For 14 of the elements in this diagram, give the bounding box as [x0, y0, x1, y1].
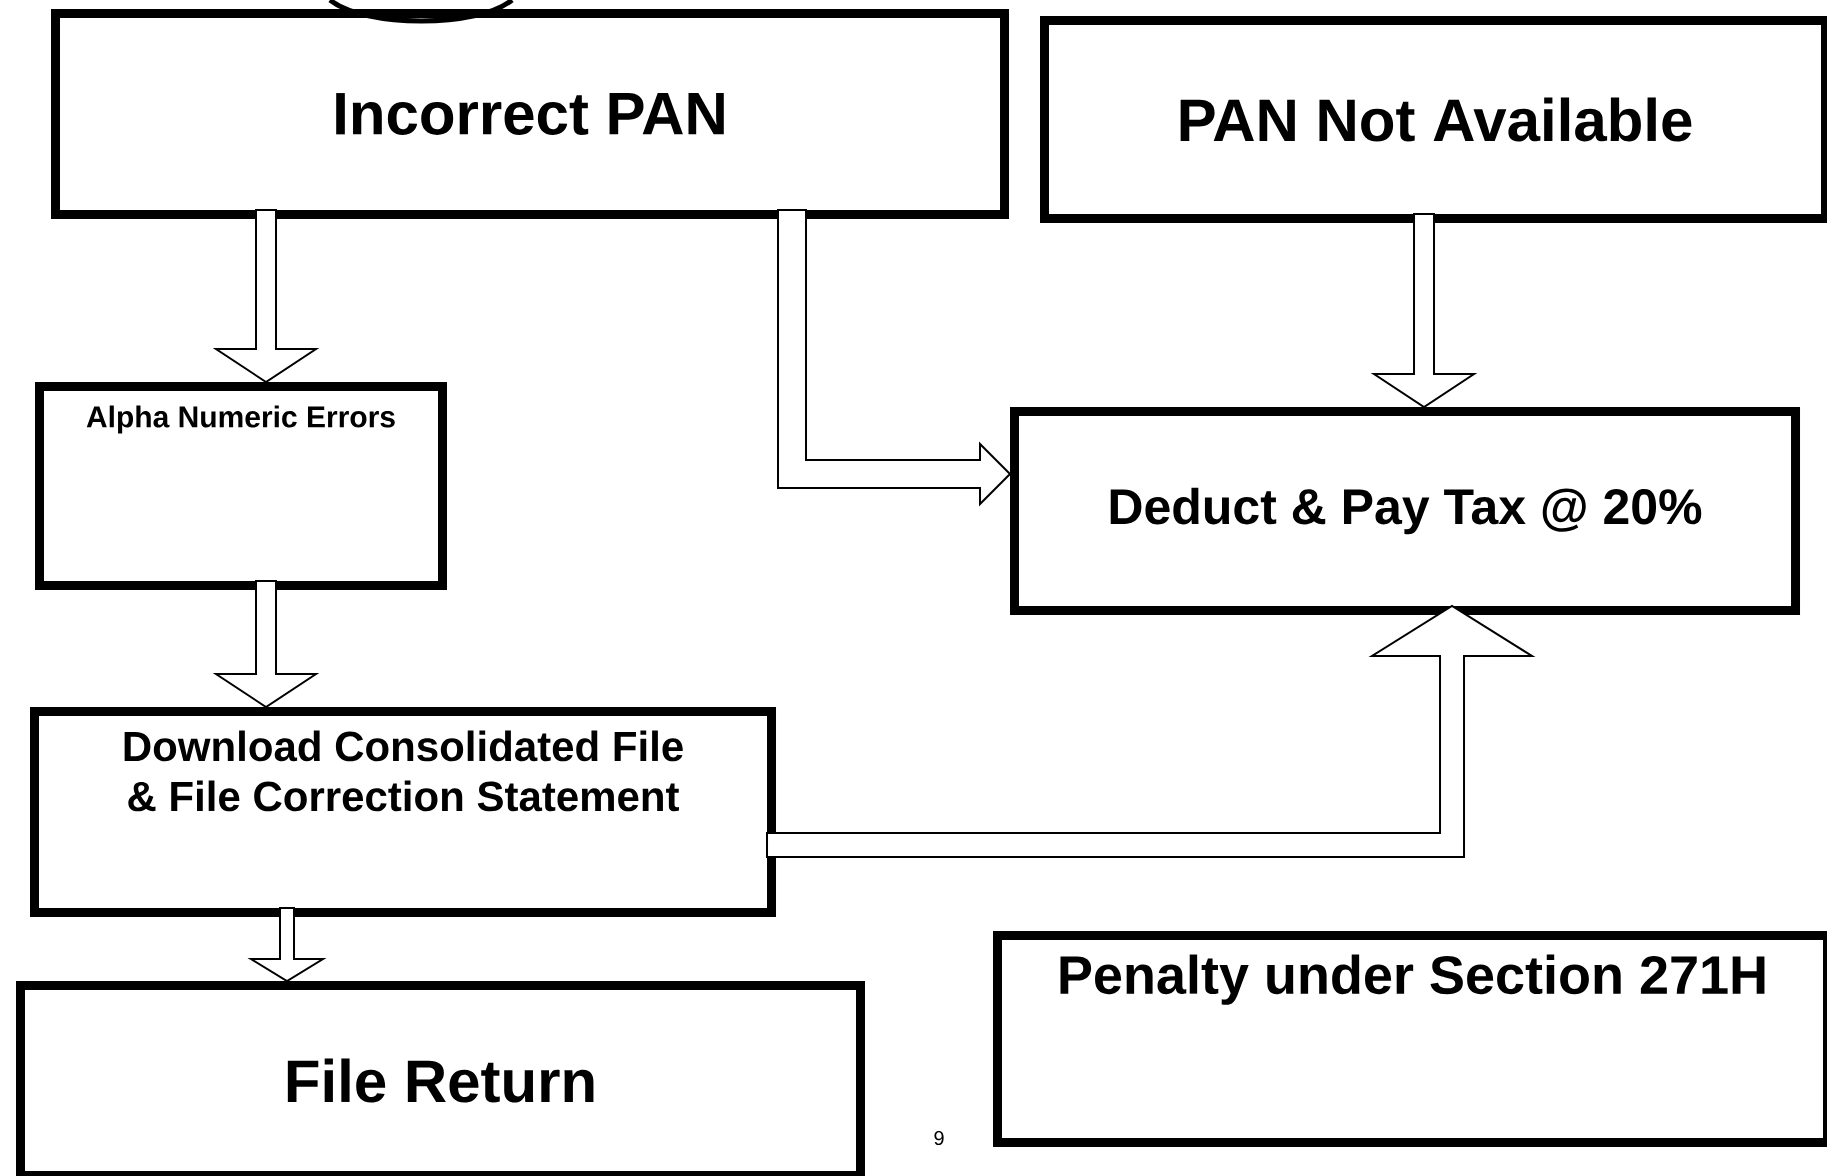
block-arrow: [212, 209, 320, 384]
process-box: PAN Not Available: [1040, 16, 1827, 223]
block-arrow: [766, 604, 1536, 858]
process-box: Penalty under Section 271H: [993, 931, 1827, 1147]
process-box: Deduct & Pay Tax @ 20%: [1010, 407, 1800, 615]
process-box: Incorrect PAN: [51, 9, 1009, 219]
process-box: File Return: [16, 981, 865, 1176]
block-arrow: [777, 209, 1012, 507]
process-box: Download Consolidated File & File Correction Statement: [30, 707, 776, 917]
block-arrow: [1370, 213, 1478, 409]
page-number: 9: [934, 1130, 944, 1146]
block-arrow: [247, 907, 327, 983]
block-arrow: [212, 580, 320, 709]
process-box: Alpha Numeric Errors: [35, 382, 447, 590]
